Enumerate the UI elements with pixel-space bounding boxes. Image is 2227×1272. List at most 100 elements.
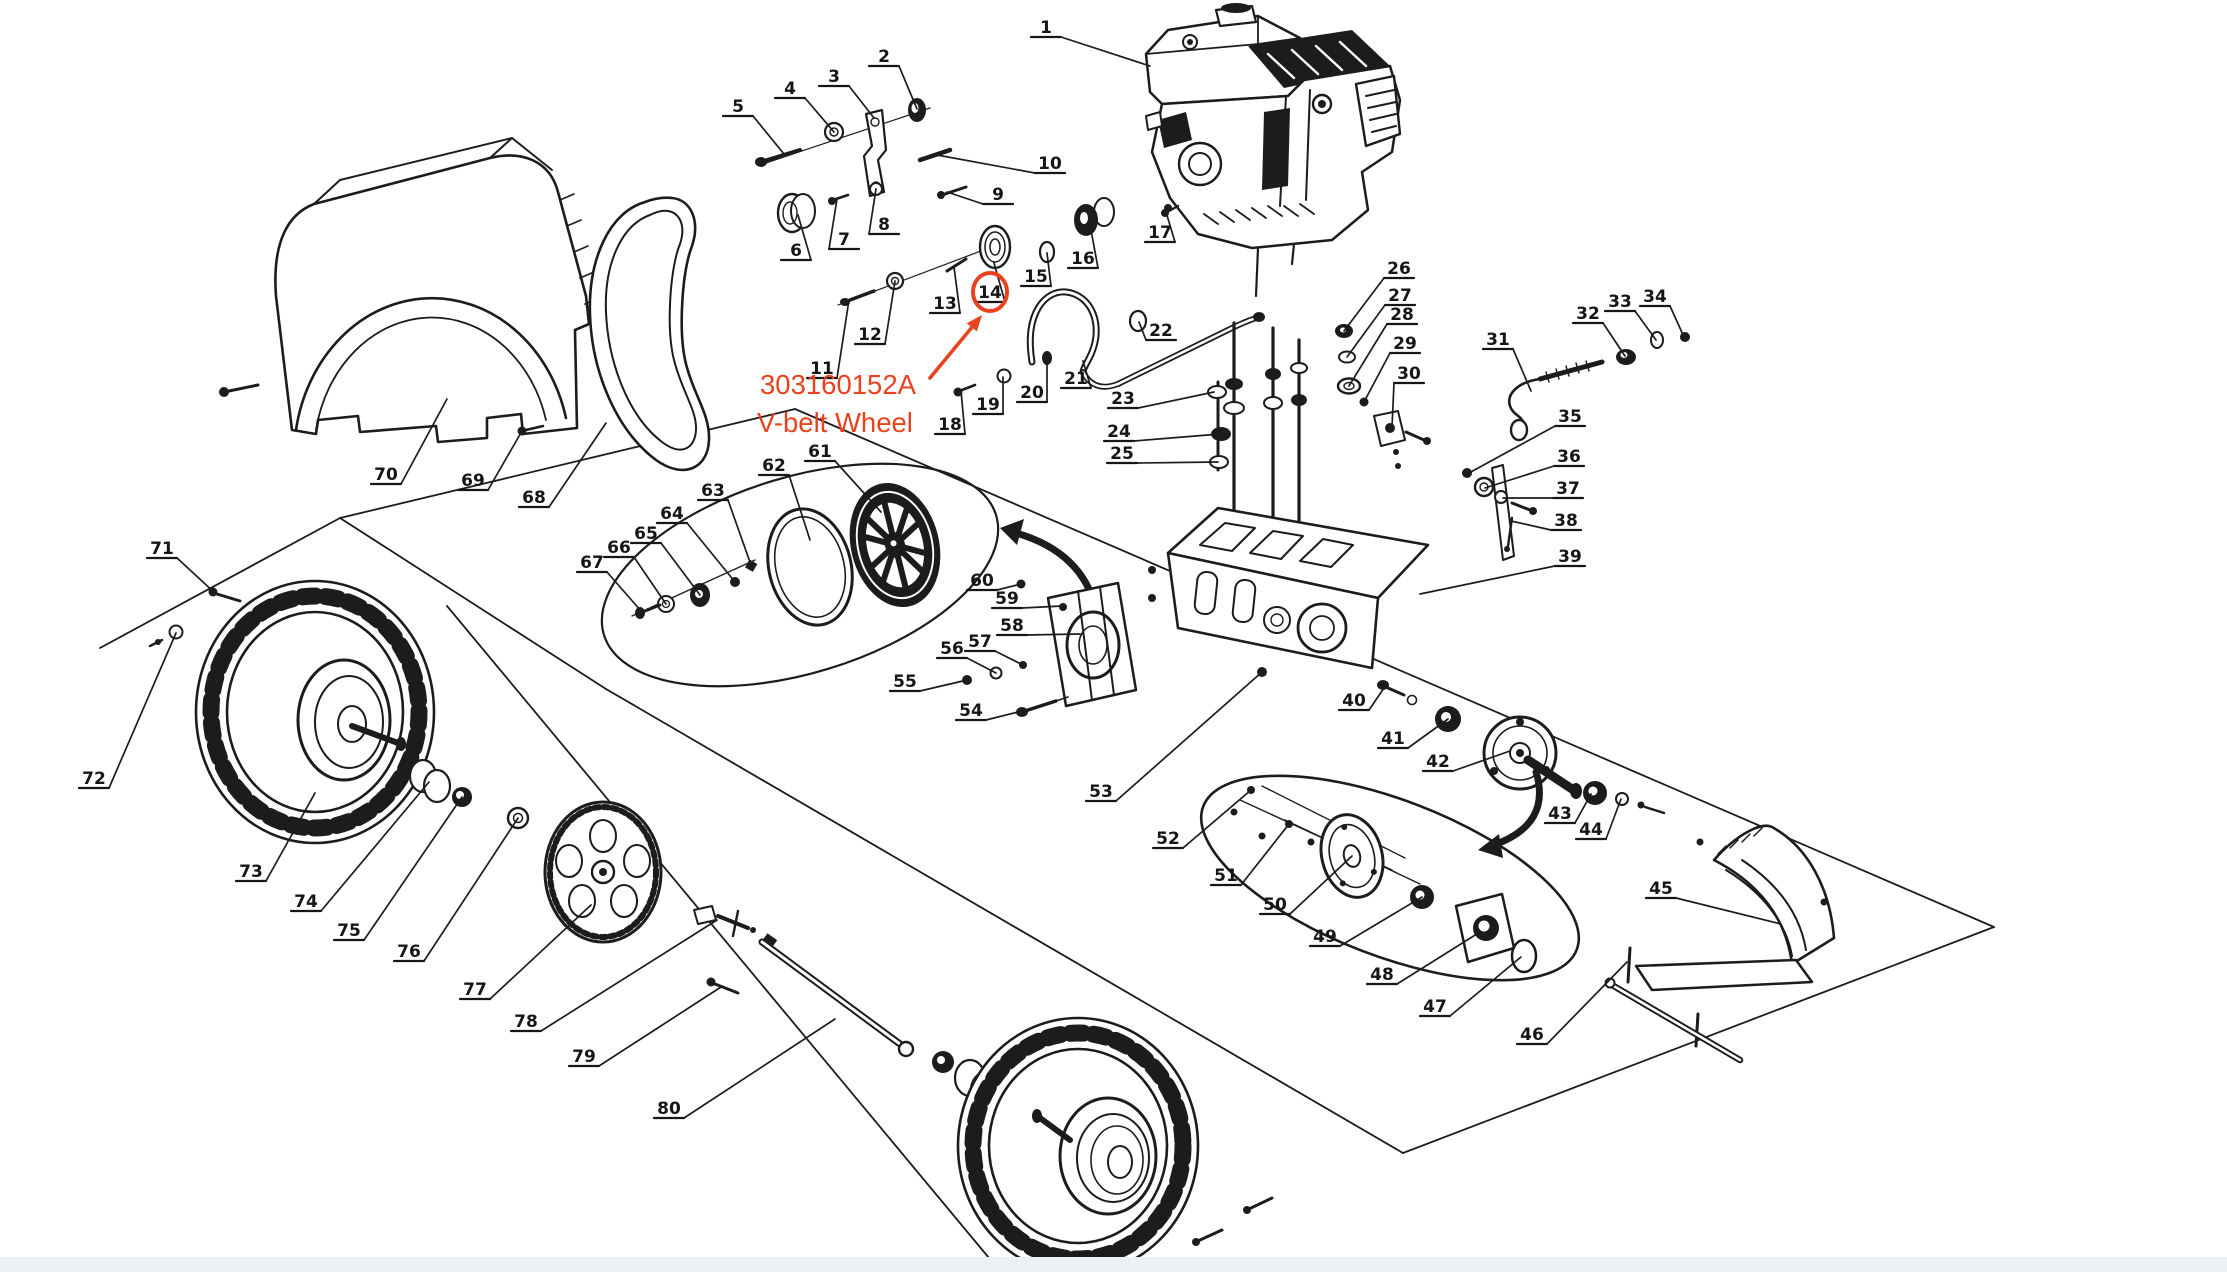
callout-40: 40 — [1337, 687, 1385, 712]
callout-35: 35 — [1468, 407, 1587, 474]
callout-label-18: 18 — [938, 415, 962, 435]
callout-label-56: 56 — [940, 639, 964, 659]
callout-39: 39 — [1419, 547, 1587, 595]
hub-screws — [1192, 1196, 1274, 1246]
callout-45: 45 — [1644, 879, 1782, 925]
callout-1: 1 — [1029, 18, 1151, 67]
callout-23: 23 — [1106, 389, 1215, 410]
callout-label-11: 11 — [810, 359, 834, 379]
callout-73: 73 — [234, 792, 316, 883]
callout-label-65: 65 — [634, 524, 658, 544]
output-shaft-parts — [1377, 680, 1666, 815]
shift-rod-parts — [1462, 331, 1690, 561]
axle-bolt-71 — [208, 587, 242, 603]
callout-69: 69 — [456, 430, 523, 492]
annotation-arrow-icon — [928, 325, 974, 380]
callout-label-60: 60 — [970, 571, 994, 591]
cover-bolt — [219, 383, 260, 397]
bearing-16 — [1074, 197, 1115, 236]
callout-label-3: 3 — [828, 67, 840, 87]
rear-tire — [956, 1016, 1200, 1272]
callout-label-14: 14 — [978, 283, 1002, 303]
bolt-20 — [1042, 351, 1052, 365]
callout-59: 59 — [990, 589, 1063, 610]
callout-10: 10 — [936, 154, 1067, 175]
callout-label-54: 54 — [959, 701, 983, 721]
callout-label-57: 57 — [968, 632, 992, 652]
callout-54: 54 — [954, 701, 1035, 722]
callout-17: 17 — [1143, 211, 1177, 244]
callout-label-6: 6 — [790, 241, 802, 261]
callout-label-59: 59 — [995, 589, 1019, 609]
callout-label-74: 74 — [294, 892, 318, 912]
axle-shaft-80 — [758, 933, 915, 1058]
pin-13 — [945, 257, 968, 273]
callout-71: 71 — [145, 539, 217, 595]
callout-label-62: 62 — [762, 456, 786, 476]
callout-77: 77 — [458, 904, 592, 1001]
callout-label-49: 49 — [1313, 927, 1337, 947]
callout-2: 2 — [867, 47, 918, 110]
callout-label-52: 52 — [1156, 829, 1180, 849]
bolt-11 — [840, 289, 876, 306]
callout-67: 67 — [575, 553, 642, 612]
bolt-54 — [1016, 696, 1069, 717]
pulley-callout-group — [600, 462, 1100, 688]
callout-label-21: 21 — [1064, 369, 1088, 389]
callout-label-72: 72 — [82, 769, 106, 789]
callout-label-23: 23 — [1111, 389, 1135, 409]
spoked-wheel-61 — [849, 482, 941, 608]
callout-27: 27 — [1346, 286, 1417, 358]
callout-label-45: 45 — [1649, 879, 1673, 899]
callout-49: 49 — [1308, 896, 1423, 948]
callout-label-19: 19 — [976, 395, 1000, 415]
callout-62: 62 — [757, 456, 811, 541]
callout-79: 79 — [567, 986, 722, 1068]
callout-label-8: 8 — [878, 215, 890, 235]
callout-label-46: 46 — [1520, 1025, 1544, 1045]
output-flange-42 — [1482, 715, 1582, 799]
callout-32: 32 — [1571, 304, 1626, 357]
callout-38: 38 — [1510, 511, 1583, 532]
callout-55: 55 — [888, 672, 968, 693]
callout-label-39: 39 — [1558, 547, 1582, 567]
callout-44: 44 — [1574, 798, 1622, 841]
callout-label-58: 58 — [1000, 616, 1024, 636]
spacer-74 — [408, 758, 452, 804]
callout-label-27: 27 — [1388, 286, 1412, 306]
callout-51: 51 — [1209, 823, 1290, 887]
callout-label-66: 66 — [607, 538, 631, 558]
callout-label-55: 55 — [893, 672, 917, 692]
callout-label-5: 5 — [732, 97, 744, 117]
callout-label-79: 79 — [572, 1047, 596, 1067]
callout-36: 36 — [1484, 447, 1586, 489]
callout-label-53: 53 — [1089, 782, 1113, 802]
callout-label-36: 36 — [1557, 447, 1581, 467]
left-wheel-assembly — [148, 579, 915, 1058]
callout-15: 15 — [1019, 252, 1053, 288]
callout-label-41: 41 — [1381, 729, 1405, 749]
callout-label-71: 71 — [150, 539, 174, 559]
callout-label-2: 2 — [878, 47, 890, 67]
annotation-part-number: 303160152A — [760, 369, 917, 400]
pin-washer-72 — [148, 624, 184, 648]
bolt-18 — [953, 383, 977, 397]
callout-58: 58 — [995, 616, 1081, 637]
callout-47: 47 — [1418, 956, 1522, 1018]
callout-label-29: 29 — [1393, 334, 1417, 354]
callout-label-80: 80 — [657, 1099, 681, 1119]
callout-6: 6 — [779, 214, 813, 262]
engine-illustration — [1144, 3, 1402, 298]
callout-label-10: 10 — [1038, 154, 1062, 174]
callout-26: 26 — [1343, 259, 1416, 332]
gearbox-illustration — [1148, 321, 1431, 677]
side-bracket-parts — [962, 579, 1138, 717]
callout-31: 31 — [1481, 330, 1532, 392]
callout-3: 3 — [817, 67, 875, 119]
callout-label-78: 78 — [514, 1012, 538, 1032]
callout-68: 68 — [517, 422, 607, 509]
bolt-5 — [755, 148, 802, 167]
bolt-7 — [828, 193, 850, 205]
